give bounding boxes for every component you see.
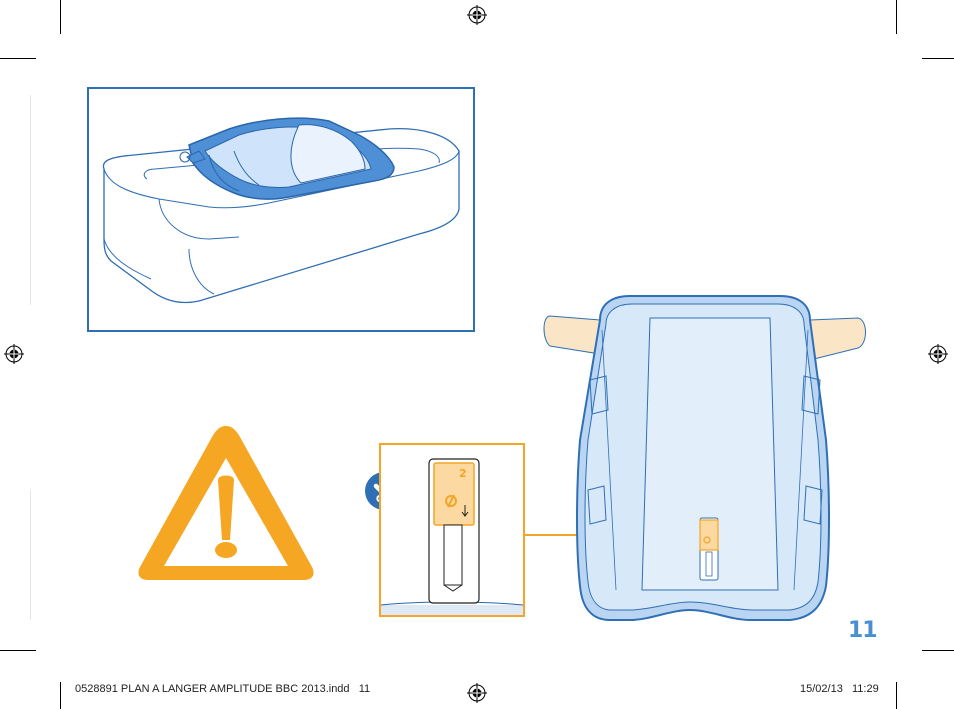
registration-mark-right (928, 344, 948, 364)
crop-mark-top-left-h (0, 58, 36, 59)
page-number: 11 (848, 618, 878, 643)
margin-guide-left (30, 95, 31, 305)
changing-mat-illustration (543, 295, 866, 621)
changing-table-illustration-frame (87, 87, 475, 332)
crop-mark-bottom-left-h (0, 650, 36, 651)
crop-mark-top-right-h (922, 58, 954, 59)
changing-table-illustration (102, 117, 460, 304)
footer-date-time: 15/02/13 11:29 (800, 683, 879, 695)
slider-position-number: 2 (459, 467, 467, 480)
slider-detail-shade (381, 605, 523, 615)
crop-mark-bottom-right-v (896, 682, 897, 709)
registration-mark-top (467, 5, 487, 25)
crop-mark-top-left-v (60, 0, 61, 34)
margin-guide-left-lower (30, 490, 31, 620)
crop-mark-bottom-left-v (60, 682, 61, 709)
slider-detail-frame: 2 (379, 443, 525, 617)
slider-detail-drawing (380, 458, 524, 606)
footer-file-info: 0528891 PLAN A LANGER AMPLITUDE BBC 2013… (75, 683, 371, 695)
registration-mark-left (4, 344, 24, 364)
crop-mark-bottom-right-h (922, 650, 954, 651)
registration-mark-bottom (467, 683, 487, 703)
warning-triangle-icon (138, 426, 314, 580)
crop-mark-top-right-v (896, 0, 897, 34)
